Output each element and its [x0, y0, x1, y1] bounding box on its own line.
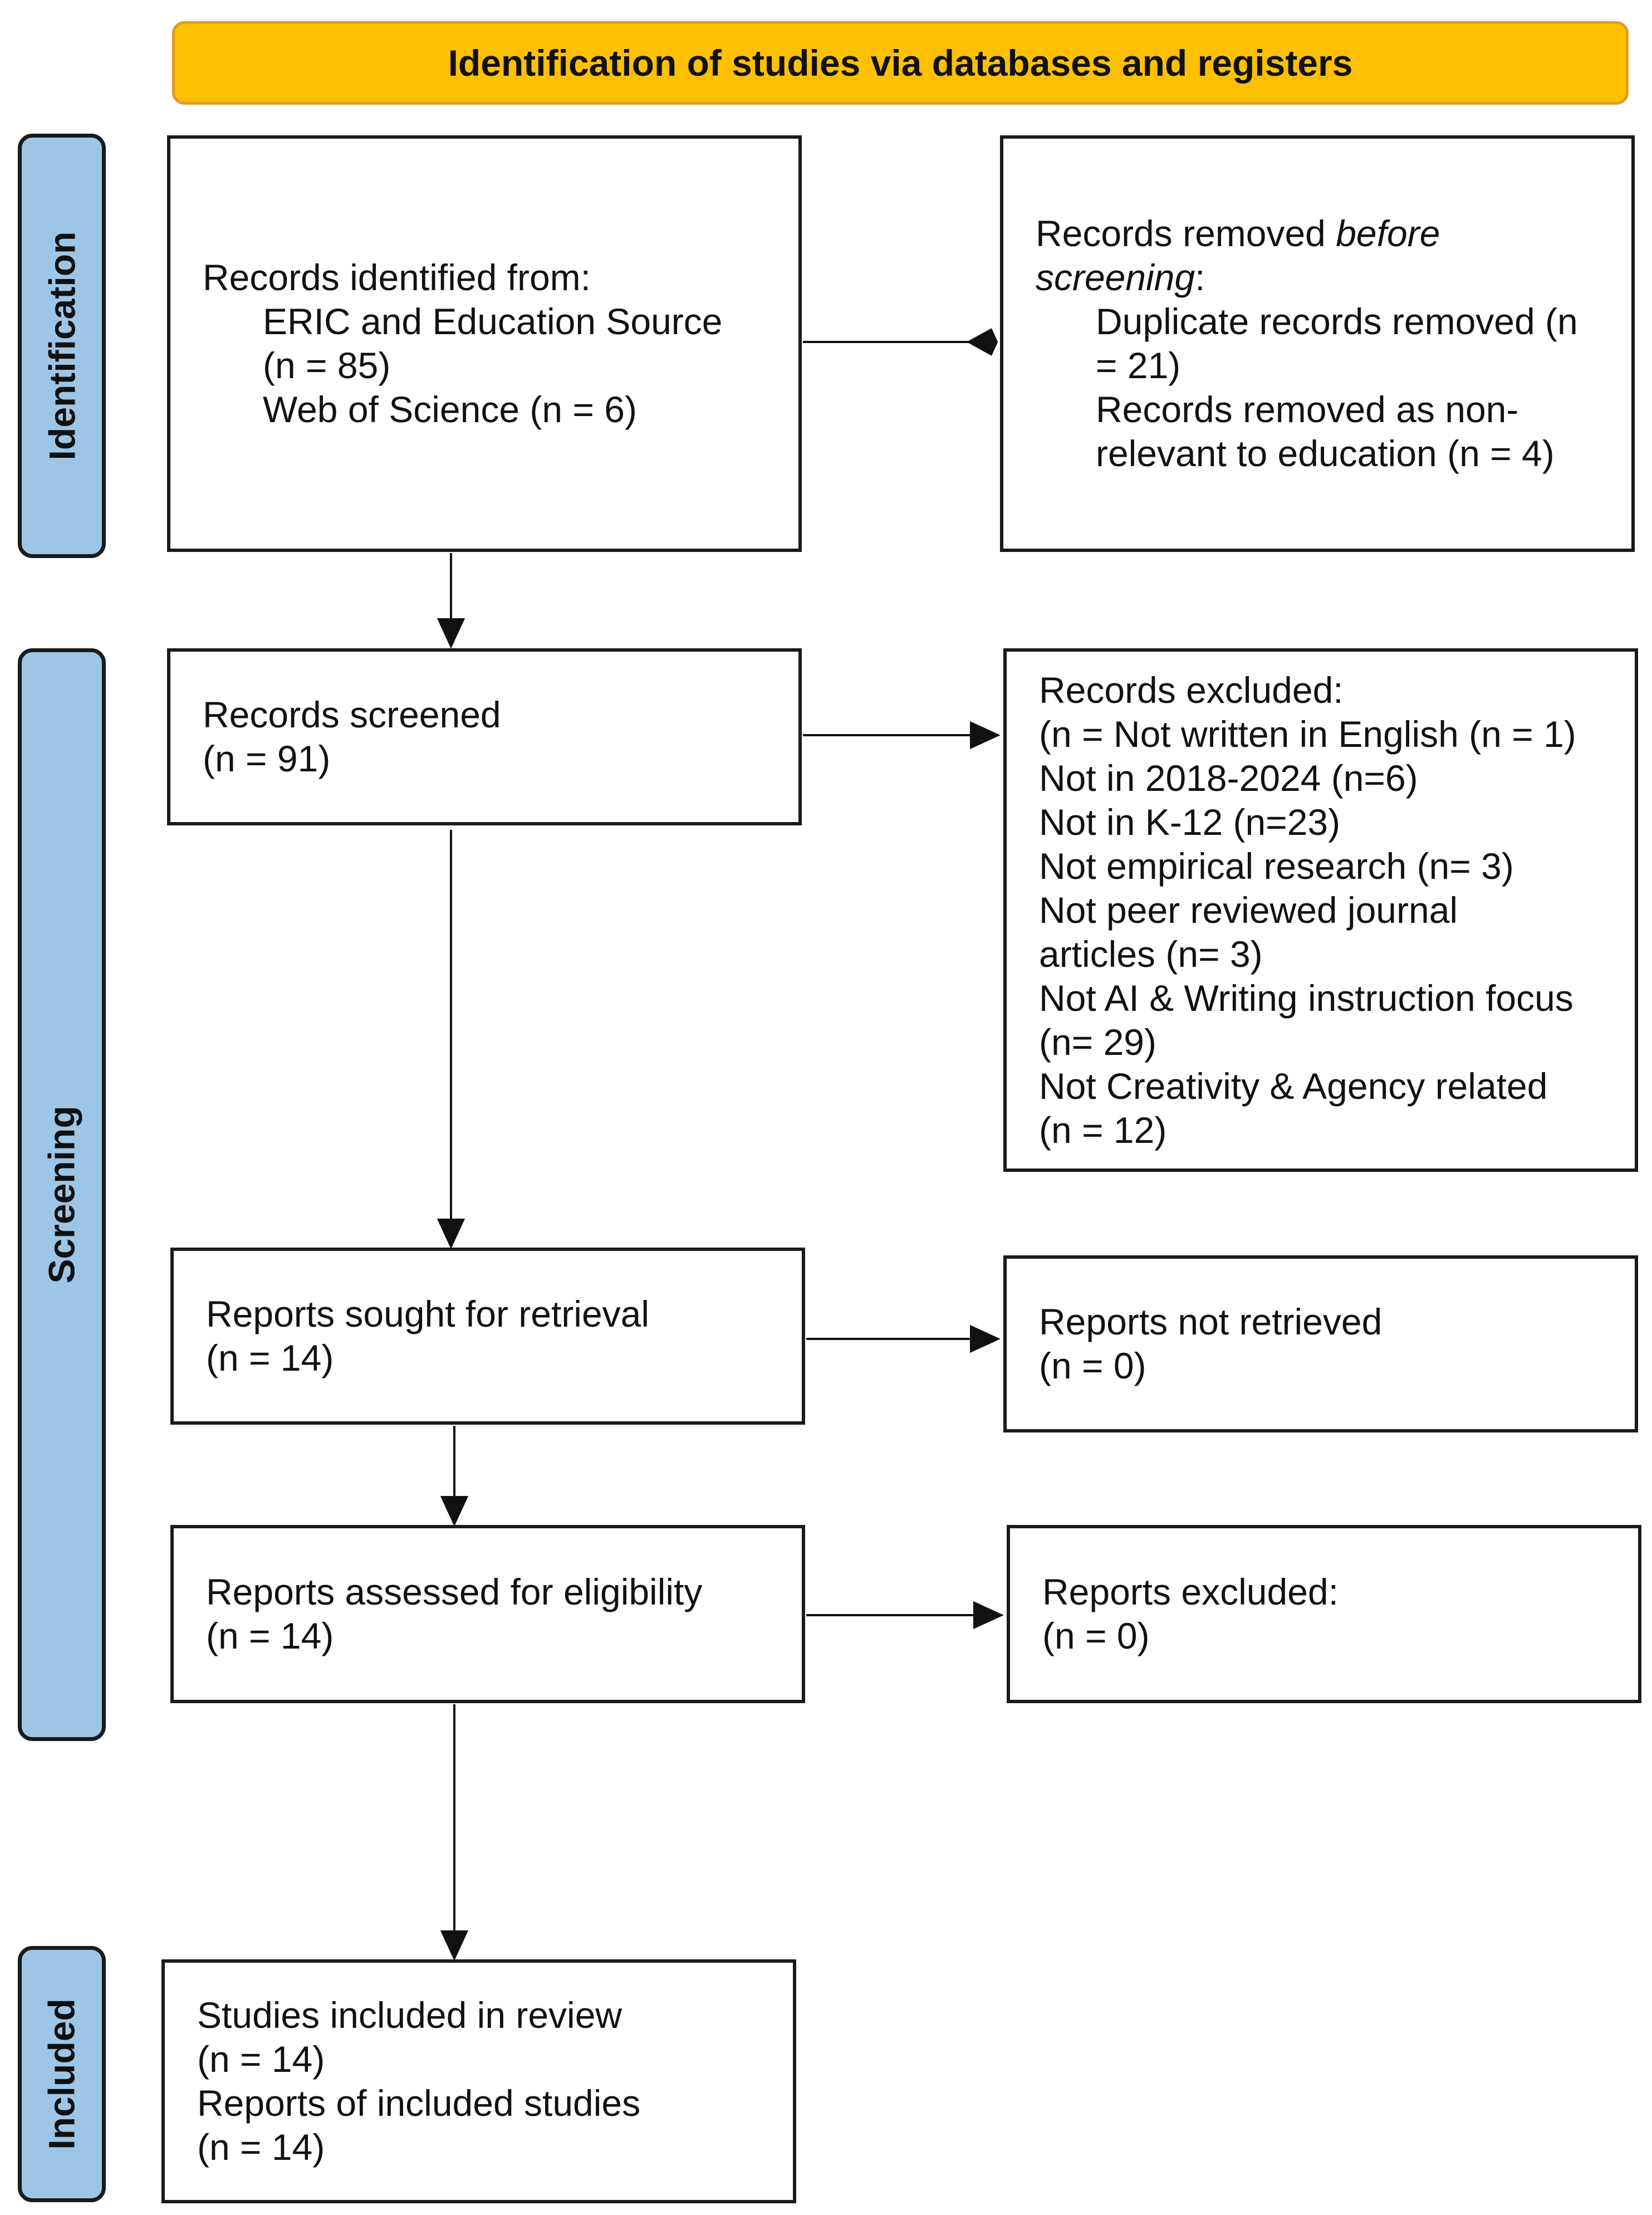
- excluded-line: Not AI & Writing instruction focus: [1039, 977, 1573, 1019]
- identified-source-eric: ERIC and Education Source: [263, 301, 723, 342]
- arrowhead-assessed-to-included: [440, 1930, 469, 1961]
- removed-nonrelevant-line1: Records removed as non-: [1096, 389, 1519, 430]
- header-title: Identification of studies via databases …: [448, 42, 1353, 84]
- excluded-line: articles (n= 3): [1039, 933, 1263, 975]
- excluded-line: Not Creativity & Agency related: [1039, 1065, 1548, 1107]
- phase-included: Included: [18, 1946, 106, 2202]
- removed-nonrelevant-line2: relevant to education (n = 4): [1096, 433, 1555, 474]
- not-retrieved-count: (n = 0): [1039, 1345, 1146, 1386]
- arrowhead-sought-to-not-retrieved: [970, 1324, 1001, 1353]
- reports-excluded-box: Reports excluded: (n = 0): [1007, 1525, 1641, 1703]
- excluded-line: Records excluded:: [1039, 669, 1344, 711]
- assessed-count: (n = 14): [206, 1615, 334, 1656]
- excluded-line: (n = 12): [1039, 1109, 1167, 1151]
- arrowhead-identified-to-screened: [437, 618, 465, 649]
- included-reports-label: Reports of included studies: [197, 2082, 641, 2124]
- phase-screening: Screening: [18, 648, 106, 1741]
- removed-duplicates-line1: Duplicate records removed (n: [1096, 301, 1578, 342]
- phase-identification: Identification: [18, 134, 106, 558]
- studies-included-box: Studies included in review (n = 14) Repo…: [161, 1959, 796, 2203]
- identified-source-eric-count: (n = 85): [263, 345, 391, 386]
- arrowhead-screened-to-excluded: [970, 721, 1001, 750]
- arrowhead-sought-to-assessed: [440, 1496, 469, 1527]
- reports-excluded-label: Reports excluded:: [1042, 1571, 1339, 1612]
- excluded-line: (n = Not written in English (n = 1): [1039, 713, 1576, 755]
- removed-heading-before: before: [1336, 213, 1440, 254]
- included-reports-count: (n = 14): [197, 2126, 325, 2168]
- records-excluded-box: Records excluded: (n = Not written in En…: [1003, 648, 1638, 1172]
- header-banner: Identification of studies via databases …: [172, 21, 1629, 105]
- not-retrieved-label: Reports not retrieved: [1039, 1301, 1383, 1342]
- removed-heading-prefix: Records removed: [1036, 213, 1336, 254]
- excluded-line: Not in K-12 (n=23): [1039, 801, 1341, 843]
- identified-source-wos: Web of Science (n = 6): [263, 389, 637, 430]
- reports-not-retrieved-box: Reports not retrieved (n = 0): [1003, 1255, 1638, 1432]
- excluded-line: (n= 29): [1039, 1021, 1156, 1063]
- removed-duplicates-line2: = 21): [1096, 345, 1181, 386]
- records-identified-box: Records identified from: ERIC and Educat…: [167, 135, 802, 552]
- reports-assessed-box: Reports assessed for eligibility (n = 14…: [170, 1525, 805, 1703]
- arrowhead-screened-to-sought: [437, 1219, 465, 1249]
- removed-heading-screening: screening: [1036, 257, 1195, 298]
- excluded-line: Not in 2018-2024 (n=6): [1039, 757, 1418, 799]
- sought-label: Reports sought for retrieval: [206, 1293, 650, 1334]
- screened-label: Records screened: [203, 694, 501, 735]
- excluded-line: Not empirical research (n= 3): [1039, 845, 1514, 887]
- sought-count: (n = 14): [206, 1337, 334, 1378]
- reports-sought-box: Reports sought for retrieval (n = 14): [170, 1248, 805, 1425]
- excluded-line: Not peer reviewed journal: [1039, 889, 1458, 931]
- removed-heading-colon: :: [1195, 257, 1205, 298]
- records-removed-box: Records removed before screening: Duplic…: [1000, 135, 1635, 552]
- arrowhead-identified-to-removed: [966, 328, 998, 356]
- included-studies-count: (n = 14): [197, 2038, 325, 2080]
- identified-heading: Records identified from:: [203, 257, 591, 298]
- reports-excluded-count: (n = 0): [1042, 1615, 1150, 1656]
- records-screened-box: Records screened (n = 91): [167, 648, 802, 825]
- arrowhead-assessed-to-excluded: [973, 1601, 1004, 1630]
- removed-heading-line2: screening:: [1036, 256, 1615, 300]
- assessed-label: Reports assessed for eligibility: [206, 1571, 703, 1612]
- included-studies-label: Studies included in review: [197, 1994, 622, 2036]
- removed-heading: Records removed before: [1036, 212, 1615, 256]
- screened-count: (n = 91): [203, 738, 331, 779]
